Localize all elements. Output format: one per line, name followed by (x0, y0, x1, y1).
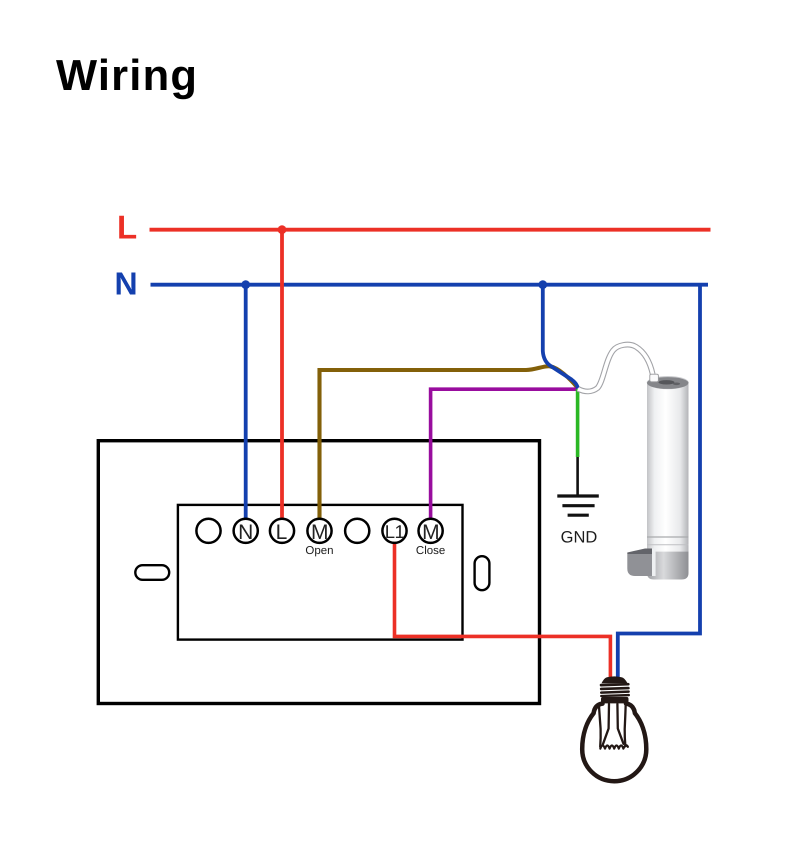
svg-text:M: M (422, 521, 440, 544)
svg-text:N: N (238, 521, 253, 544)
svg-text:N: N (115, 266, 138, 302)
svg-text:Wiring: Wiring (56, 52, 198, 100)
svg-text:Close: Close (416, 545, 445, 557)
svg-text:L1: L1 (385, 521, 405, 542)
svg-text:GND: GND (561, 529, 598, 547)
svg-text:Open: Open (305, 545, 333, 557)
svg-text:L: L (117, 209, 137, 246)
svg-text:M: M (311, 521, 329, 544)
svg-text:L: L (276, 521, 288, 544)
